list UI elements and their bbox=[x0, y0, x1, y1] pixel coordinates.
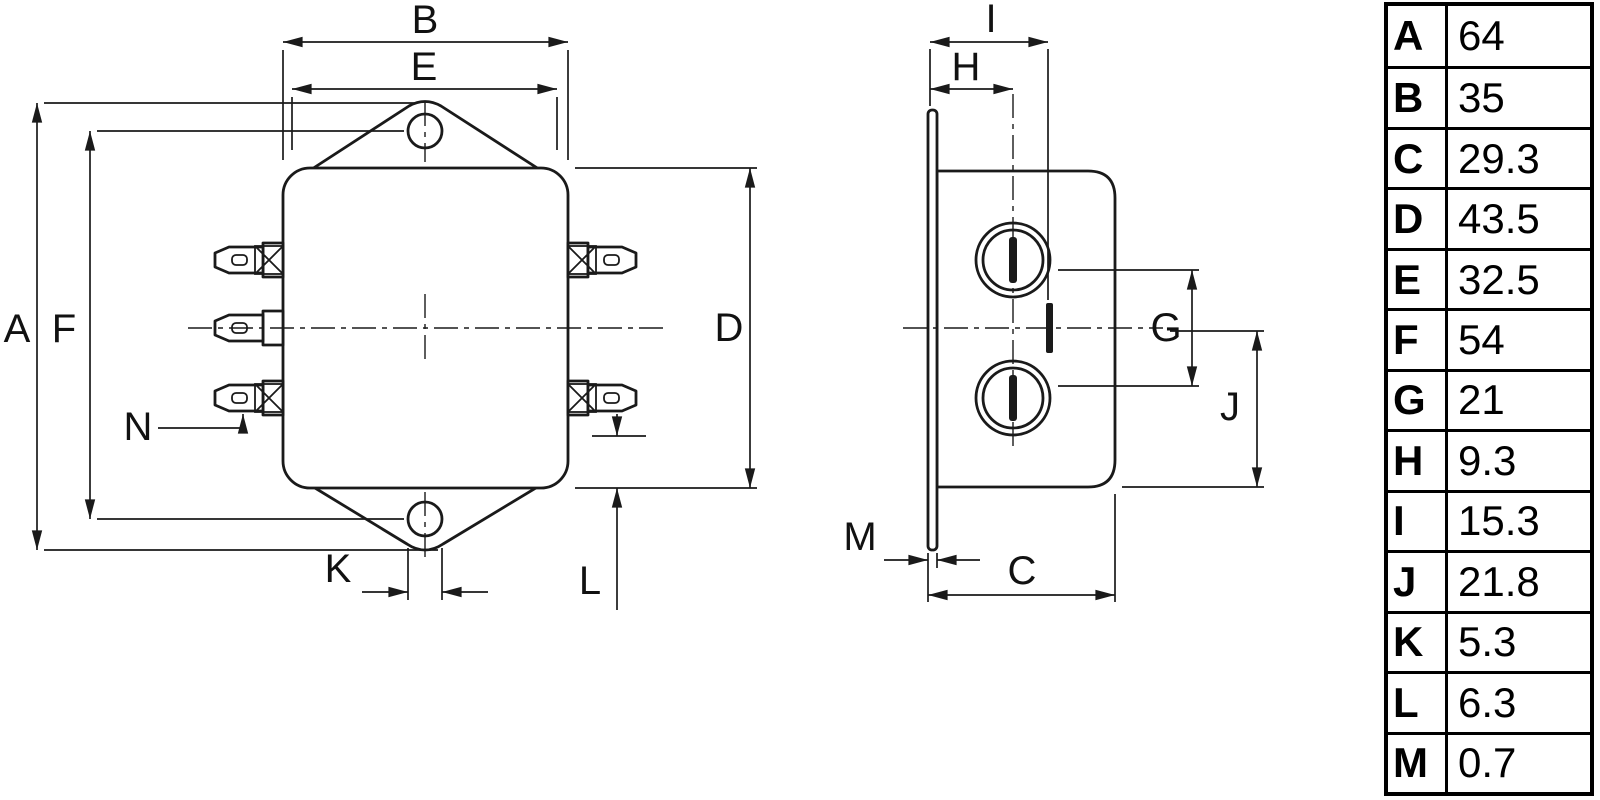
dim-value: 21.8 bbox=[1458, 557, 1540, 605]
dimension-label-F: F bbox=[52, 307, 76, 351]
dimension-label-G: G bbox=[1150, 306, 1181, 350]
dim-value: 9.3 bbox=[1458, 436, 1517, 484]
dim-value: 64 bbox=[1458, 12, 1505, 60]
table-row: E 32.5 bbox=[1388, 247, 1590, 309]
table-row: C 29.3 bbox=[1388, 126, 1590, 188]
weld-mark-right-top bbox=[567, 245, 597, 275]
dimension-J: J bbox=[1122, 330, 1264, 488]
extension-lines bbox=[1058, 269, 1199, 387]
dimension-label-D: D bbox=[715, 306, 744, 350]
dimension-label-C: C bbox=[1008, 549, 1037, 593]
right-terminal-top bbox=[566, 241, 638, 279]
dimension-label-L: L bbox=[579, 559, 601, 603]
dimension-K: K bbox=[325, 547, 488, 600]
dimension-label-A: A bbox=[4, 307, 31, 351]
dim-letter: I bbox=[1388, 492, 1448, 551]
weld-mark-right-bottom bbox=[567, 383, 597, 413]
dimension-label-E: E bbox=[411, 45, 438, 89]
dim-value: 5.3 bbox=[1458, 618, 1517, 666]
dimension-I: I bbox=[929, 0, 1049, 300]
extension-lines bbox=[927, 494, 1116, 602]
dim-letter: K bbox=[1388, 613, 1448, 672]
dimension-D: D bbox=[575, 167, 757, 489]
dim-value: 54 bbox=[1458, 316, 1505, 364]
dim-letter: H bbox=[1388, 432, 1448, 490]
terminal-blade bbox=[586, 245, 638, 275]
extension-lines bbox=[575, 167, 757, 489]
dim-letter: D bbox=[1388, 190, 1448, 248]
table-row: I 15.3 bbox=[1388, 489, 1590, 551]
weld-mark-left-top bbox=[254, 245, 284, 275]
dimension-label-N: N bbox=[124, 405, 153, 449]
terminal-slot bbox=[231, 254, 248, 266]
table-row: M 0.7 bbox=[1388, 731, 1590, 792]
front-view: B E A F D K bbox=[4, 0, 757, 610]
dimension-G: G bbox=[1058, 269, 1199, 387]
side-view: I H G J M C bbox=[843, 0, 1264, 602]
dimension-B: B bbox=[282, 0, 569, 160]
mounting-flange bbox=[926, 108, 939, 552]
dimension-label-I: I bbox=[985, 0, 996, 41]
dim-value: 0.7 bbox=[1458, 739, 1517, 787]
weld-mark-left-bottom bbox=[254, 383, 284, 413]
left-terminal-bottom bbox=[213, 379, 285, 417]
dim-letter: B bbox=[1388, 69, 1448, 127]
terminal-slot bbox=[231, 392, 248, 404]
extension-lines bbox=[97, 130, 404, 520]
label-N: N bbox=[124, 405, 249, 449]
extension-lines bbox=[44, 102, 438, 551]
dim-letter: E bbox=[1388, 250, 1448, 309]
dimension-label-B: B bbox=[412, 0, 439, 42]
dim-letter: C bbox=[1388, 129, 1448, 188]
extension-lines bbox=[1122, 330, 1264, 488]
table-row: F 54 bbox=[1388, 308, 1590, 369]
terminal-slot bbox=[603, 392, 620, 404]
extension-lines bbox=[282, 50, 569, 160]
dim-letter: J bbox=[1388, 553, 1448, 611]
side-body-outline bbox=[935, 169, 1117, 489]
extension-lines bbox=[929, 49, 1049, 300]
dimension-L: L bbox=[579, 414, 646, 610]
dim-value: 6.3 bbox=[1458, 678, 1517, 726]
drawing-svg: B E A F D K bbox=[4, 0, 1264, 610]
table-row: A 64 bbox=[1388, 6, 1590, 67]
dim-letter: A bbox=[1388, 6, 1448, 67]
table-row: D 43.5 bbox=[1388, 187, 1590, 248]
dim-letter: G bbox=[1388, 371, 1448, 430]
right-terminal-bottom bbox=[566, 379, 638, 417]
dim-letter: L bbox=[1388, 674, 1448, 732]
dimension-label-H: H bbox=[952, 45, 981, 89]
dim-value: 43.5 bbox=[1458, 195, 1540, 243]
terminal-blade bbox=[213, 383, 265, 413]
left-terminal-top bbox=[213, 241, 285, 279]
terminal-blade bbox=[213, 245, 265, 275]
dimension-M: M bbox=[843, 515, 980, 568]
dim-value: 15.3 bbox=[1458, 497, 1540, 545]
dim-value: 21 bbox=[1458, 376, 1505, 424]
dim-value: 29.3 bbox=[1458, 134, 1540, 182]
table-row: L 6.3 bbox=[1388, 671, 1590, 732]
terminal-slot bbox=[603, 254, 620, 266]
table-row: K 5.3 bbox=[1388, 610, 1590, 672]
dimension-table: A 64 B 35 C 29.3 D 43.5 E 32.5 F 54 G 21… bbox=[1384, 2, 1594, 796]
dimension-A: A bbox=[4, 102, 438, 551]
dimension-E: E bbox=[291, 45, 558, 150]
dim-letter: F bbox=[1388, 311, 1448, 369]
dim-letter: M bbox=[1388, 734, 1448, 792]
table-row: G 21 bbox=[1388, 368, 1590, 430]
table-row: B 35 bbox=[1388, 66, 1590, 127]
dimension-H: H bbox=[929, 45, 1014, 95]
table-row: J 21.8 bbox=[1388, 550, 1590, 611]
dimension-F: F bbox=[52, 130, 404, 520]
dimension-label-K: K bbox=[325, 547, 352, 591]
dim-value: 35 bbox=[1458, 74, 1505, 122]
terminal-blade bbox=[586, 383, 638, 413]
dim-value: 32.5 bbox=[1458, 255, 1540, 303]
table-row: H 9.3 bbox=[1388, 429, 1590, 490]
dimension-label-M: M bbox=[843, 515, 876, 559]
extension-lines bbox=[291, 97, 558, 150]
dimension-label-J: J bbox=[1220, 385, 1240, 429]
dimension-C: C bbox=[927, 494, 1116, 602]
